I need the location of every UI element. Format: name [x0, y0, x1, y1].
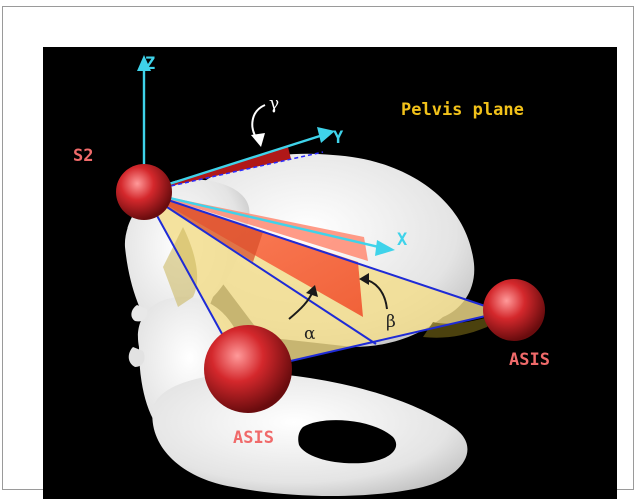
- z-axis-label: Z: [145, 54, 155, 74]
- diagram-title: Pelvis plane: [401, 100, 524, 120]
- diagram-panel: Pelvis plane Z Y X γ α β S2 ASIS ASIS: [43, 47, 617, 499]
- gamma-arrow: [251, 105, 265, 147]
- gamma-label: γ: [269, 94, 279, 114]
- gamma-arrowhead: [251, 133, 265, 147]
- asis-right-sphere: [483, 279, 545, 341]
- beta-label: β: [386, 312, 396, 332]
- alpha-label: α: [304, 324, 316, 344]
- x-axis-label: X: [397, 230, 408, 250]
- asis-right-label: ASIS: [509, 350, 550, 370]
- figure-frame: Pelvis plane Z Y X γ α β S2 ASIS ASIS: [2, 6, 634, 490]
- s2-label: S2: [73, 146, 93, 166]
- pelvis-diagram: Pelvis plane Z Y X γ α β S2 ASIS ASIS: [43, 47, 617, 499]
- asis-left-label: ASIS: [233, 428, 274, 448]
- y-axis-label: Y: [333, 128, 344, 148]
- asis-left-sphere: [204, 325, 292, 413]
- s2-sphere: [116, 164, 172, 220]
